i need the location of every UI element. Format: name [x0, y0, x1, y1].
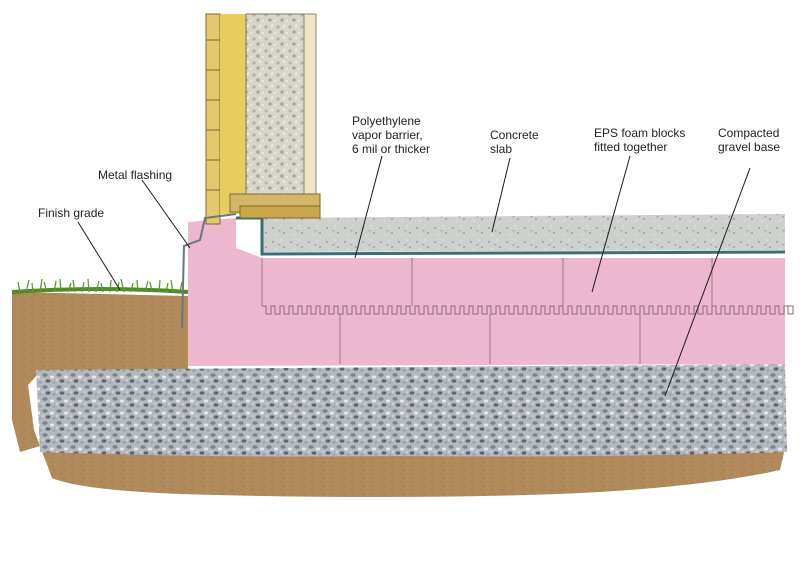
leader-vapor-barrier [354, 155, 383, 259]
leader-gravel-base [664, 167, 751, 397]
label-metal-flashing: Metal flashing [98, 168, 173, 182]
eps-foam-blocks [188, 218, 794, 366]
wall-framing [205, 13, 321, 225]
grass [11, 278, 189, 294]
label-gravel-base: Compacted gravel base [718, 126, 781, 154]
leader-concrete-slab [491, 157, 511, 233]
concrete-slab [262, 214, 785, 252]
metal-flashing [181, 213, 237, 329]
leader-eps-foam [591, 155, 631, 293]
label-eps-foam: EPS foam blocks fitted together [594, 126, 686, 154]
leader-lines [77, 155, 751, 397]
gravel-base [36, 364, 787, 457]
label-concrete-slab: Concrete slab [490, 128, 539, 156]
leader-finish-grade [77, 221, 121, 291]
leader-metal-flashing [141, 179, 191, 249]
label-vapor-barrier: Polyethylene vapor barrier, 6 mil or thi… [352, 114, 431, 156]
label-finish-grade: Finish grade [38, 206, 105, 220]
